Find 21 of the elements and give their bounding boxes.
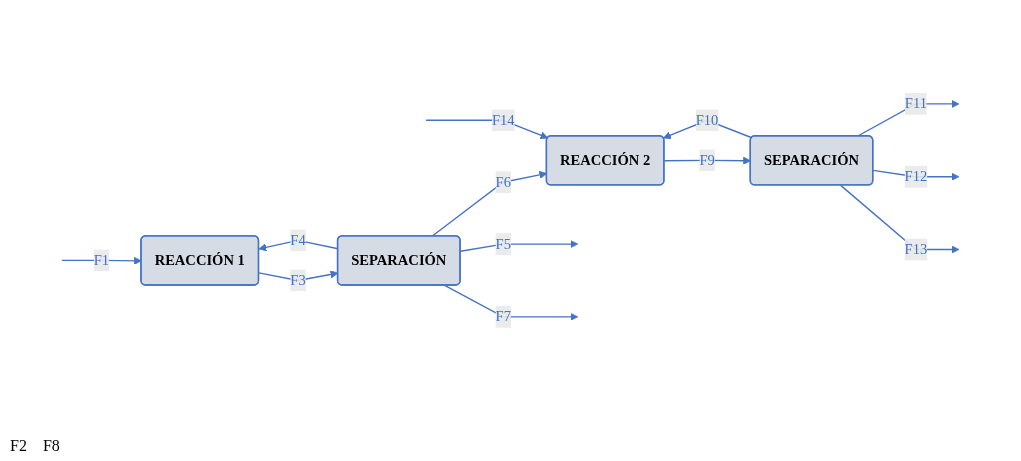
edge-label: F12 xyxy=(904,168,928,184)
stream-arrow xyxy=(872,169,960,181)
process-box: REACCIÓN 1 xyxy=(140,234,260,286)
edge-label: F6 xyxy=(495,173,511,190)
edge-label: F10 xyxy=(695,111,719,128)
edge-label: F9 xyxy=(699,151,715,168)
edge-label: F13 xyxy=(904,240,928,257)
edge-label: F14 xyxy=(491,111,515,128)
edge-label: F5 xyxy=(495,235,511,251)
stream-arrow xyxy=(444,284,579,321)
stream-label: F2 xyxy=(10,437,27,455)
edge-label: F7 xyxy=(495,308,511,324)
process-box: REACCIÓN 2 xyxy=(545,134,665,186)
process-box: SEPARACIÓN xyxy=(749,134,874,186)
stream-arrow xyxy=(840,184,960,254)
edge-label: F4 xyxy=(290,231,306,248)
process-box: SEPARACIÓN xyxy=(336,234,461,286)
edge-label: F3 xyxy=(290,271,306,288)
edge-label: F11 xyxy=(904,95,927,111)
edge-label: F1 xyxy=(93,251,110,268)
stream-label: F8 xyxy=(42,437,60,455)
